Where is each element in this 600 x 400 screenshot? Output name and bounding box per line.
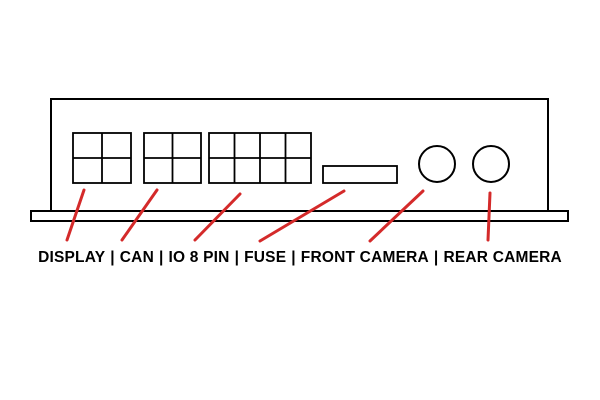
rear-camera-socket: [472, 145, 510, 183]
label-separator: |: [158, 249, 164, 266]
label-separator: |: [291, 249, 296, 266]
fuse-slot: [322, 165, 398, 184]
can-leader-line: [120, 188, 159, 242]
front-camera-socket: [418, 145, 456, 183]
port-label-display: DISPLAY: [38, 249, 106, 266]
port-label-rear-camera: REAR CAMERA: [443, 249, 562, 266]
label-separator: |: [433, 249, 439, 266]
rear-camera-leader-line: [486, 191, 492, 242]
label-separator: |: [110, 249, 115, 266]
port-label-front-camera: FRONT CAMERA: [300, 249, 429, 266]
io-8-pin-connector: [208, 132, 312, 184]
io-leader-line: [193, 192, 242, 242]
fuse-leader-line: [258, 189, 346, 243]
port-labels: DISPLAY|CAN|IO 8 PIN|FUSE|FRONT CAMERA|R…: [0, 249, 600, 267]
port-label-can: CAN: [119, 249, 154, 266]
port-label-fuse: FUSE: [244, 249, 287, 266]
display-leader-line: [65, 188, 86, 242]
front-camera-leader-line: [368, 189, 425, 243]
display-connector: [72, 132, 132, 184]
can-connector: [143, 132, 202, 184]
port-label-io-8-pin: IO 8 PIN: [168, 249, 230, 266]
label-separator: |: [234, 249, 240, 266]
